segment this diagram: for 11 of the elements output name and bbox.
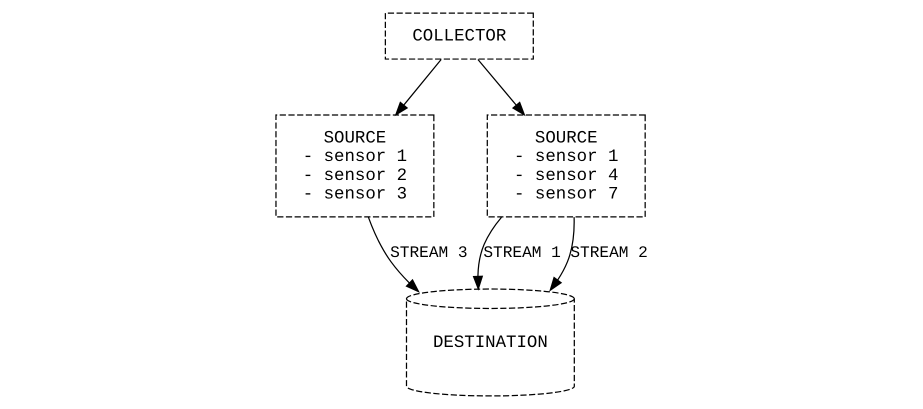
edge-label: STREAM 2 [570,244,648,262]
arrow [394,59,442,116]
node-box: SOURCE - sensor 1 - sensor 4 - sensor 7 [486,114,646,218]
arrow [549,217,575,292]
node-box: SOURCE - sensor 1 - sensor 2 - sensor 3 [275,114,434,218]
arrow [477,59,526,116]
arrow [472,216,502,291]
edge-label: STREAM 3 [390,244,468,262]
node-box: COLLECTOR [384,12,534,60]
edge-label: STREAM 1 [483,244,561,262]
arrow [368,217,420,293]
